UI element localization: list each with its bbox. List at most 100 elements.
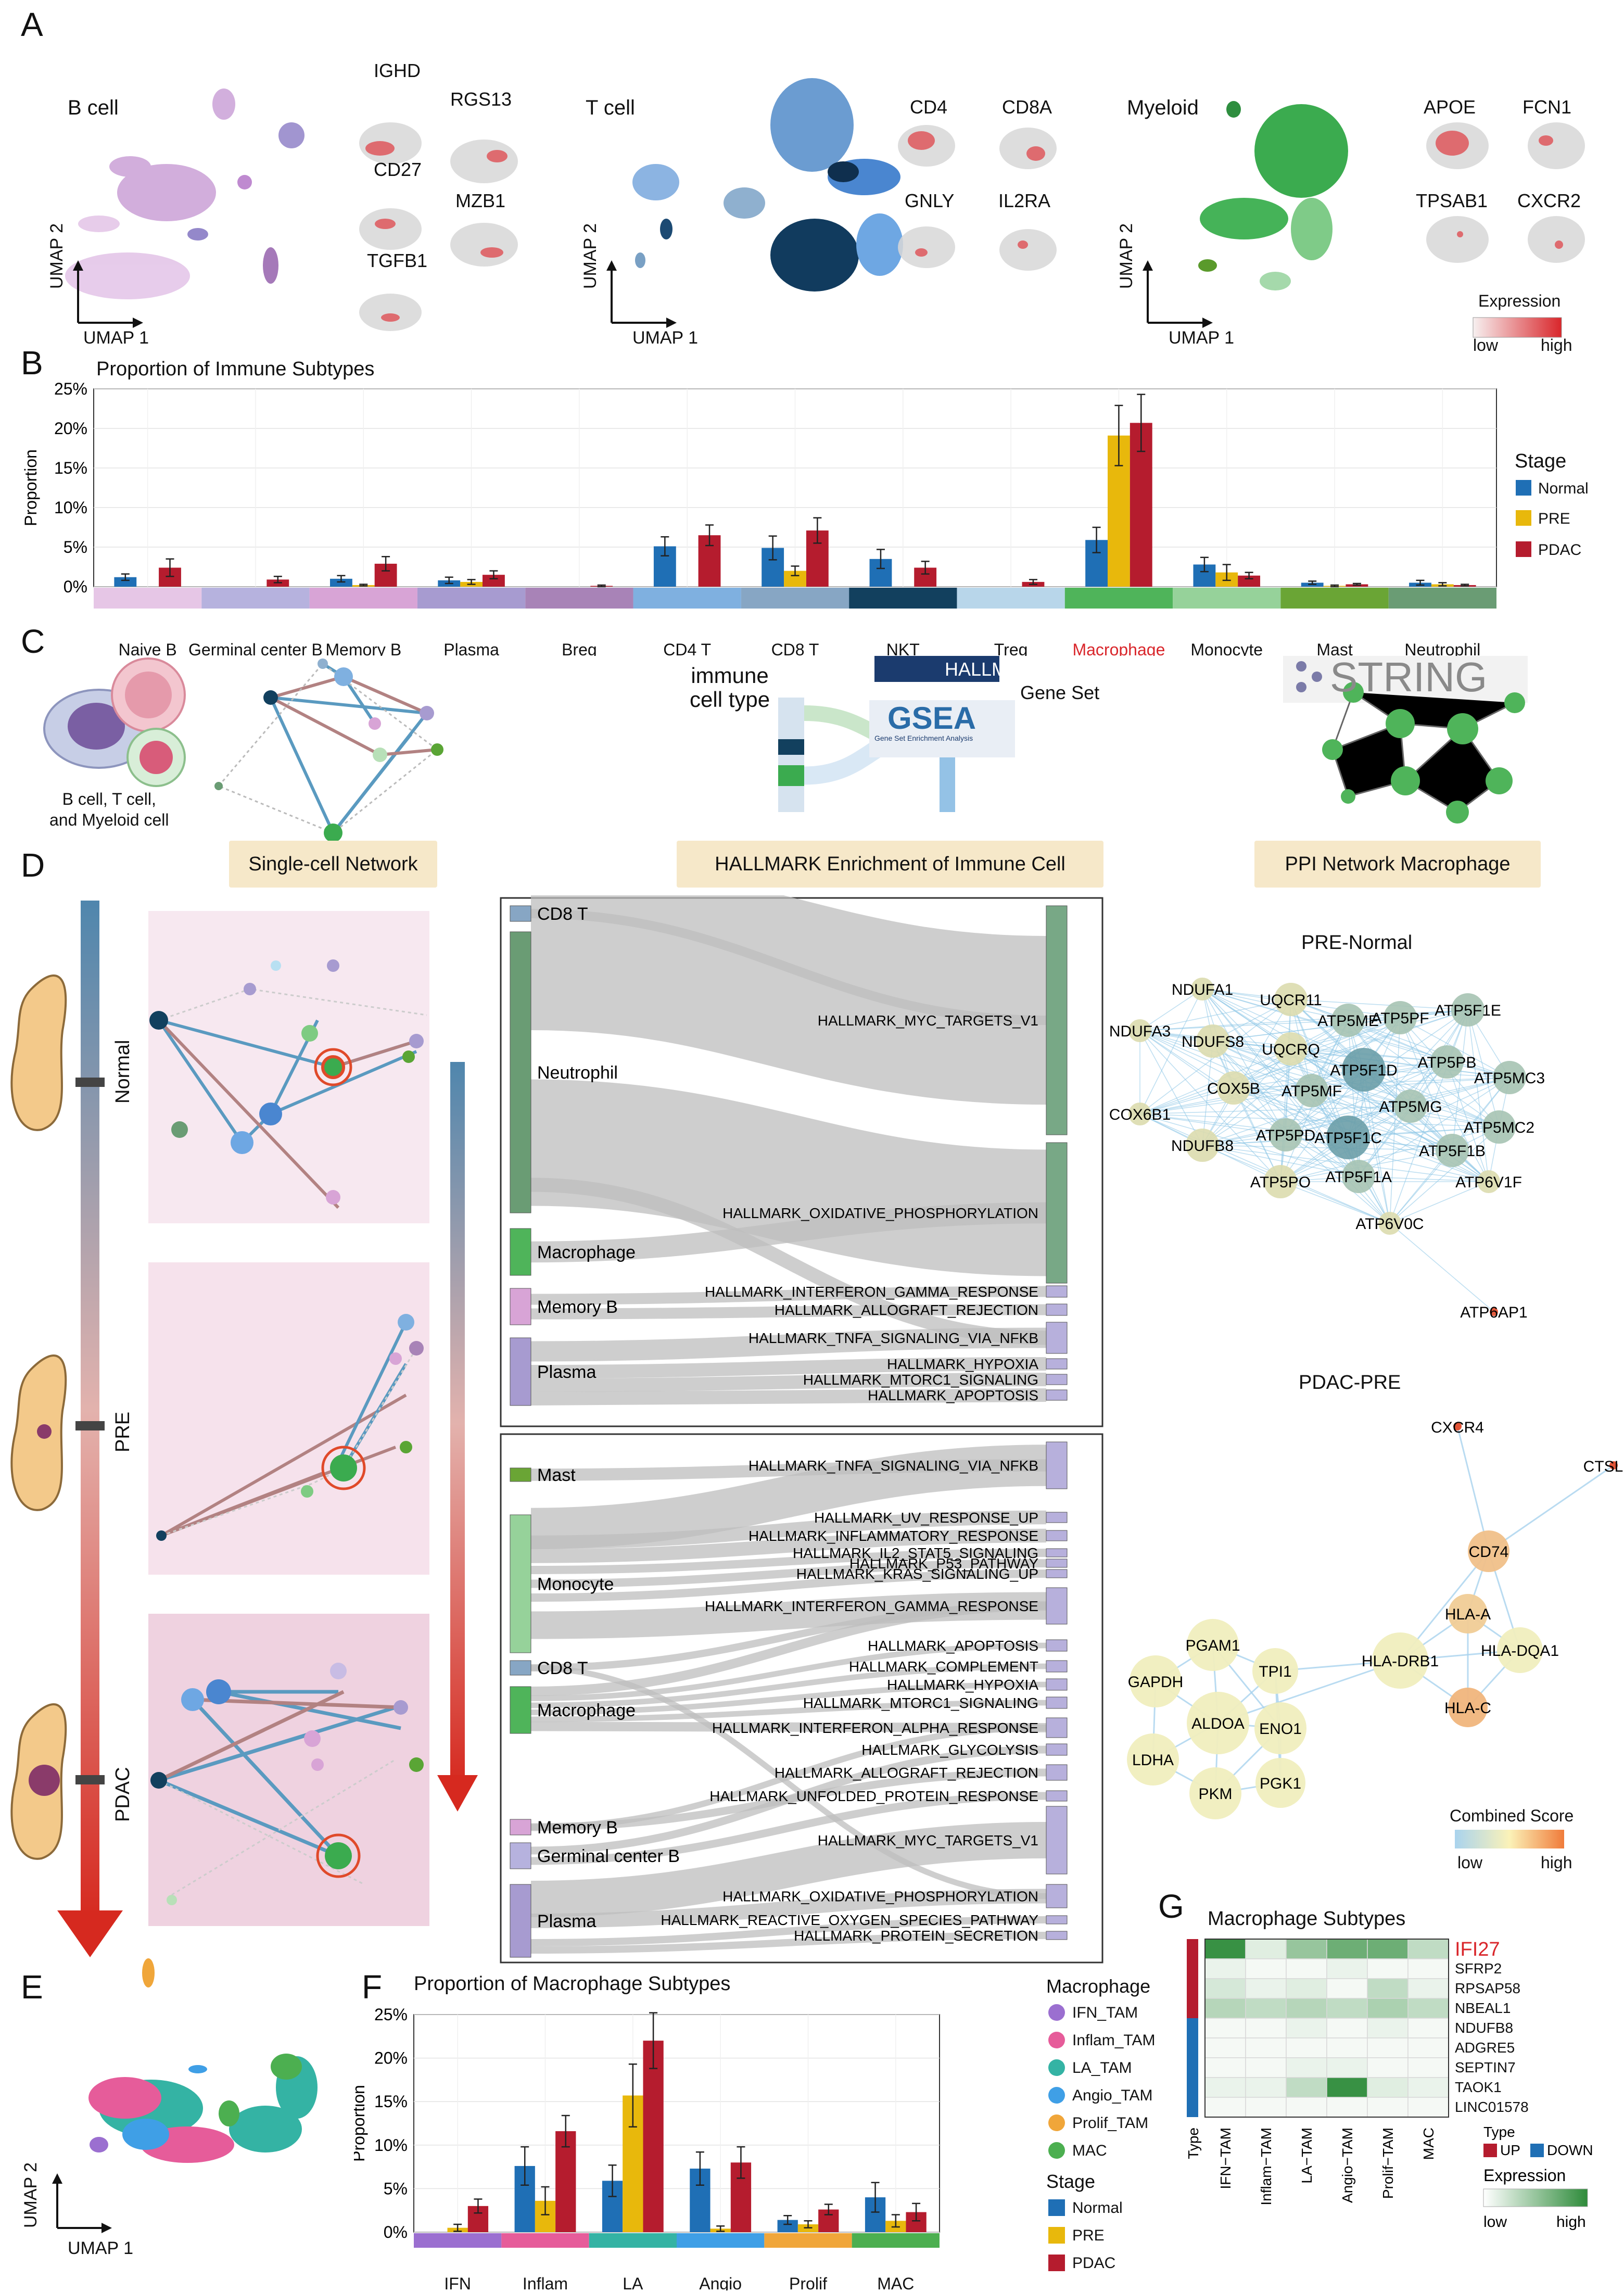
ppi-edge — [1285, 1134, 1489, 1182]
timeline-bar-2 — [450, 1062, 465, 1786]
ppi-edge — [1233, 1069, 1364, 1088]
ppi-node-label: ATP5F1B — [1419, 1143, 1486, 1160]
pancreas-normal-icon — [10, 974, 67, 1131]
error-bar — [1137, 394, 1146, 452]
ppi-edge — [1202, 1145, 1489, 1182]
sankey-left-label: Macrophage — [537, 1243, 636, 1262]
heatmap-cell — [1367, 1958, 1409, 1979]
type-axis-label: Type — [1185, 2128, 1201, 2159]
single-cell-network-icon — [218, 662, 439, 836]
legend-swatch-normal — [1516, 480, 1531, 496]
sankey-right-node — [1046, 1790, 1068, 1802]
heatmap-col-label: LA−TAM — [1299, 2128, 1315, 2184]
heatmap-cell — [1326, 1958, 1368, 1979]
ppi-node — [1255, 1758, 1305, 1808]
sankey-right-label: HALLMARK_MTORC1_SIGNALING — [803, 1695, 1038, 1711]
sankey-frame — [500, 897, 1103, 1427]
ppi-node — [1490, 1308, 1498, 1316]
macrophage-legend-item-label: Inflam_TAM — [1072, 2032, 1156, 2049]
error-bar — [824, 2204, 833, 2215]
ppi-node-label: NDUFS8 — [1182, 1033, 1244, 1050]
bar-normal — [114, 577, 137, 587]
hallmark-badge: HALLMARK — [945, 659, 1046, 680]
bcell-umap — [65, 88, 304, 299]
ppi-edge — [1280, 1126, 1500, 1182]
error-bar — [561, 2114, 570, 2148]
error-bar — [445, 576, 453, 585]
error-bar — [1438, 582, 1447, 587]
gene-set-label: Gene Set — [1020, 682, 1100, 703]
ppi-node-label: ATP6V1F — [1455, 1174, 1522, 1191]
sankey-flow — [530, 1916, 1047, 1946]
heatmap-cell — [1367, 2018, 1409, 2038]
ppi-edge — [1139, 1030, 1364, 1070]
sankey-right-label: HALLMARK_IL2_STAT5_SIGNALING — [793, 1545, 1038, 1561]
gsea-sub: Gene Set Enrichment Analysis — [874, 734, 973, 742]
heatmap-cell — [1204, 2037, 1246, 2058]
macrophage-legend-item-label: MAC — [1072, 2142, 1107, 2159]
score-legend-title: Combined Score — [1450, 1806, 1574, 1825]
sankey-right-label: HALLMARK_MYC_TARGETS_V1 — [818, 1832, 1038, 1848]
error-bar — [628, 2063, 637, 2128]
stage-label-pre: PRE — [112, 1411, 134, 1452]
box-ppi-network: PPI Network Macrophage — [1254, 841, 1541, 888]
sankey-left-node — [510, 1819, 531, 1835]
network-normal-nodes — [149, 959, 424, 1205]
error-bar — [705, 524, 714, 547]
ppi-node — [1295, 1074, 1328, 1107]
ppi-node — [1264, 1165, 1297, 1198]
sankey-right-label: HALLMARK_INTERFERON_GAMMA_RESPONSE — [705, 1598, 1038, 1614]
heatmap-cell — [1407, 1998, 1449, 2019]
heatmap-cell — [1286, 2077, 1327, 2098]
pancreas-pre-icon — [10, 1354, 67, 1511]
category-strip — [1388, 588, 1496, 609]
type-annotation — [1187, 2078, 1198, 2097]
sankey-right-label: HALLMARK_KRAS_SIGNALING_UP — [796, 1566, 1038, 1582]
panel-letter-c: C — [21, 623, 45, 660]
gsea-logo: GSEA — [887, 701, 976, 736]
sankey-right-label: HALLMARK_INFLAMMATORY_RESPONSE — [748, 1528, 1038, 1544]
ppi-node — [1482, 1110, 1516, 1144]
ppi-node-label: NDUFA3 — [1109, 1023, 1171, 1040]
y-tick-label: 5% — [384, 2179, 408, 2198]
heatmap-cell — [1326, 2037, 1368, 2058]
error-bar — [1029, 579, 1037, 585]
expression-legend-high: high — [1541, 336, 1572, 354]
sankey-right-node — [1046, 1303, 1068, 1316]
heatmap-cell — [1245, 1939, 1287, 1959]
macrophage-legend-item-swatch — [1048, 2032, 1065, 2048]
ppi-node-label: ATP5MC3 — [1474, 1070, 1545, 1087]
heatmap-row-label: RPSAP58 — [1455, 1980, 1520, 1996]
heatmap-cell — [1204, 2057, 1246, 2078]
error-bar — [876, 549, 885, 569]
error-bar — [649, 2012, 658, 2069]
type-annotation — [1187, 2097, 1198, 2117]
error-bar — [597, 584, 606, 588]
ppi-edge — [1358, 1176, 1489, 1182]
ppi-node — [1186, 1129, 1219, 1162]
ppi-node — [1451, 993, 1485, 1027]
heatmap-col-label: Angio−TAM — [1339, 2128, 1355, 2203]
ppi-node-label: ATP5PF — [1371, 1010, 1429, 1027]
heatmap-cell — [1407, 2077, 1449, 2098]
ppi-edge — [1202, 1145, 1453, 1151]
sankey-flow — [530, 1528, 1047, 1563]
bar-pdac — [555, 2131, 576, 2232]
sankey-right-label: HALLMARK_MYC_TARGETS_V1 — [818, 1012, 1038, 1029]
group-title-myeloid: Myeloid — [1127, 96, 1199, 119]
macrophage-legend-item-swatch — [1048, 2004, 1065, 2021]
type-legend-up-swatch — [1483, 2144, 1497, 2157]
heatmap-cell — [1326, 1998, 1368, 2019]
sankey-right-node — [1046, 1548, 1068, 1557]
ppi-pdac-title: PDAC-PRE — [1299, 1372, 1401, 1394]
ppi-node-label: COX5B — [1207, 1080, 1260, 1097]
heatmap-col-label: Inflam−TAM — [1258, 2128, 1274, 2206]
ppi-node-label: UQCR11 — [1260, 992, 1322, 1009]
box-hallmark-enrichment: HALLMARK Enrichment of Immune Cell — [677, 841, 1103, 888]
error-bar — [273, 575, 282, 584]
ppi-icon-nodes — [1322, 682, 1525, 824]
error-bar — [661, 536, 669, 556]
sankey-right-node — [1046, 1915, 1068, 1924]
box-single-cell-network: Single-cell Network — [229, 841, 437, 888]
type-legend-title: Type — [1483, 2124, 1515, 2140]
